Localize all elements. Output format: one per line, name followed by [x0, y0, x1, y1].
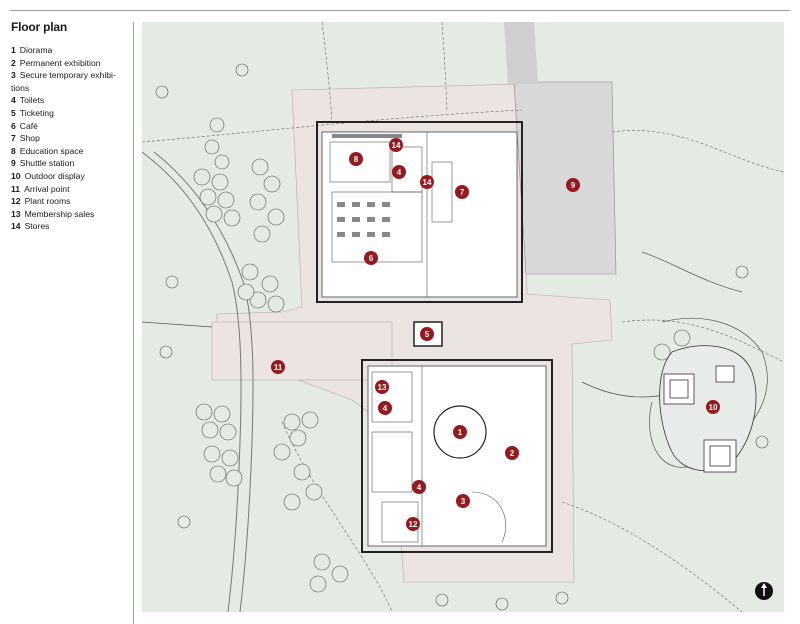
legend-item-label: Shuttle station — [19, 158, 75, 169]
legend-item-number: 8 — [11, 145, 16, 156]
marker-6: 6 — [364, 251, 378, 265]
legend-item-number: 4 — [11, 95, 16, 106]
svg-text:1: 1 — [458, 428, 463, 437]
svg-text:4: 4 — [397, 168, 402, 177]
svg-text:14: 14 — [392, 141, 401, 150]
legend-item-number: 12 — [11, 196, 21, 207]
south-building — [361, 359, 553, 553]
legend-item-label: Ticketing — [19, 107, 54, 118]
svg-text:3: 3 — [461, 497, 466, 506]
svg-text:4: 4 — [383, 404, 388, 413]
legend-item-number: 2 — [11, 57, 16, 68]
legend-item-number: 7 — [11, 133, 16, 144]
marker-3: 3 — [456, 494, 470, 508]
svg-text:2: 2 — [510, 449, 515, 458]
road-edge-outer — [142, 151, 242, 612]
svg-text:8: 8 — [354, 155, 359, 164]
legend-title: Floor plan — [11, 20, 67, 34]
marker-11: 11 — [271, 360, 285, 374]
svg-text:4: 4 — [417, 483, 422, 492]
contour-lines — [142, 22, 784, 612]
legend-item-number: 14 — [11, 221, 21, 232]
site-plan-drawing: 8 14 4 14 7 6 9 5 11 13 4 1 2 4 3 12 10 — [142, 22, 784, 612]
svg-text:6: 6 — [369, 254, 374, 263]
svg-text:5: 5 — [425, 330, 430, 339]
legend-item-number: 9 — [11, 158, 16, 169]
marker-14-north-a: 14 — [389, 138, 403, 152]
legend-item-label: Shop — [19, 133, 40, 144]
legend-item-number: 11 — [11, 183, 21, 194]
north-building — [316, 121, 523, 303]
legend-item-number: 5 — [11, 107, 16, 118]
legend-item-number: 1 — [11, 45, 16, 55]
legend-item-label: Toilets — [19, 95, 45, 106]
legend-item-label: Secure temporary exhibi­tions — [11, 70, 116, 93]
svg-text:11: 11 — [274, 363, 283, 372]
trees — [155, 63, 769, 611]
svg-text:10: 10 — [709, 403, 718, 412]
svg-text:9: 9 — [571, 181, 576, 190]
marker-8: 8 — [349, 152, 363, 166]
top-rule — [10, 10, 790, 11]
marker-4-south-b: 4 — [412, 480, 426, 494]
legend-divider — [133, 22, 134, 624]
access-road — [504, 22, 538, 84]
legend-item-label: Diorama — [19, 45, 53, 55]
road-edge-inner — [153, 151, 254, 612]
svg-text:13: 13 — [378, 383, 387, 392]
marker-14-north-b: 14 — [420, 175, 434, 189]
legend-item-number: 10 — [11, 170, 21, 181]
marker-10: 10 — [706, 400, 720, 414]
legend-item-label: Café — [19, 120, 38, 131]
legend-item-label: Arrival point — [24, 183, 70, 194]
svg-text:7: 7 — [460, 188, 465, 197]
marker-13: 13 — [375, 380, 389, 394]
marker-4-south-a: 4 — [378, 401, 392, 415]
cafe-tables — [332, 134, 402, 237]
marker-7: 7 — [455, 185, 469, 199]
legend-item-label: Education space — [19, 145, 84, 156]
marker-2: 2 — [505, 446, 519, 460]
legend-item-label: Permanent exhibition — [19, 57, 101, 68]
marker-5: 5 — [420, 327, 434, 341]
shuttle-lot — [513, 81, 617, 275]
legend-item-number: 3 — [11, 70, 16, 81]
north-arrow-icon — [755, 582, 773, 600]
legend-item-label: Membership sales — [24, 208, 95, 219]
legend-item-label: Plant rooms — [24, 196, 71, 207]
marker-12: 12 — [406, 517, 420, 531]
legend-item-number: 13 — [11, 208, 21, 219]
legend-item-label: Stores — [24, 221, 50, 232]
marker-9: 9 — [566, 178, 580, 192]
site-plan: 8 14 4 14 7 6 9 5 11 13 4 1 2 4 3 12 10 — [142, 22, 784, 612]
legend-item-label: Outdoor display — [24, 170, 85, 181]
svg-text:12: 12 — [409, 520, 418, 529]
svg-text:14: 14 — [423, 178, 432, 187]
marker-4-north: 4 — [392, 165, 406, 179]
marker-1: 1 — [453, 425, 467, 439]
legend-item-number: 6 — [11, 120, 16, 131]
